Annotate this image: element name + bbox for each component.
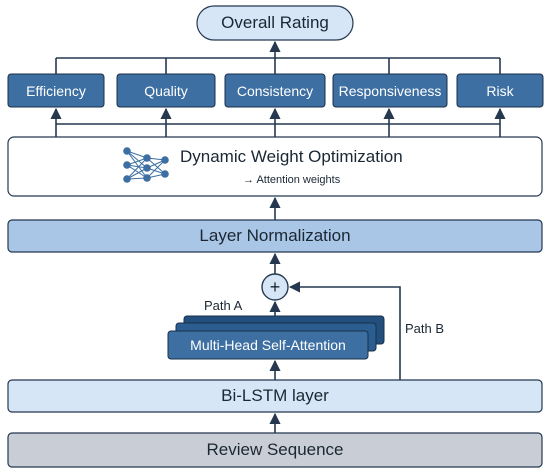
attention-box xyxy=(167,330,369,360)
dwo-to-criteria-connectors xyxy=(50,107,506,137)
criterion-risk-label: Risk xyxy=(486,82,514,99)
criteria-to-rating-connectors xyxy=(55,40,501,74)
criterion-responsiveness-box xyxy=(332,73,448,108)
overall-rating-label: Overall Rating xyxy=(221,13,329,32)
skip-connection-path-b xyxy=(288,281,401,380)
dwo-title: Dynamic Weight Optimization xyxy=(180,147,403,166)
criterion-responsiveness-label: Responsiveness xyxy=(338,82,442,99)
criterion-quality-label: Quality xyxy=(144,82,188,99)
overall-rating-box xyxy=(196,5,354,41)
review-sequence-label: Review Sequence xyxy=(206,440,344,459)
residual-add-symbol: + xyxy=(269,276,281,297)
path-b-label: Path B xyxy=(405,320,445,336)
criterion-consistency-label: Consistency xyxy=(236,82,314,99)
bilstm-label: Bi-LSTM layer xyxy=(221,386,329,405)
path-a-label: Path A xyxy=(204,297,243,313)
dwo-subtitle: → Attention weights xyxy=(243,174,341,186)
layer-normalization-label: Layer Normalization xyxy=(199,226,351,245)
attention-label: Multi-Head Self-Attention xyxy=(190,337,346,353)
neural-network-icon xyxy=(123,147,169,183)
criterion-efficiency-label: Efficiency xyxy=(26,82,86,99)
